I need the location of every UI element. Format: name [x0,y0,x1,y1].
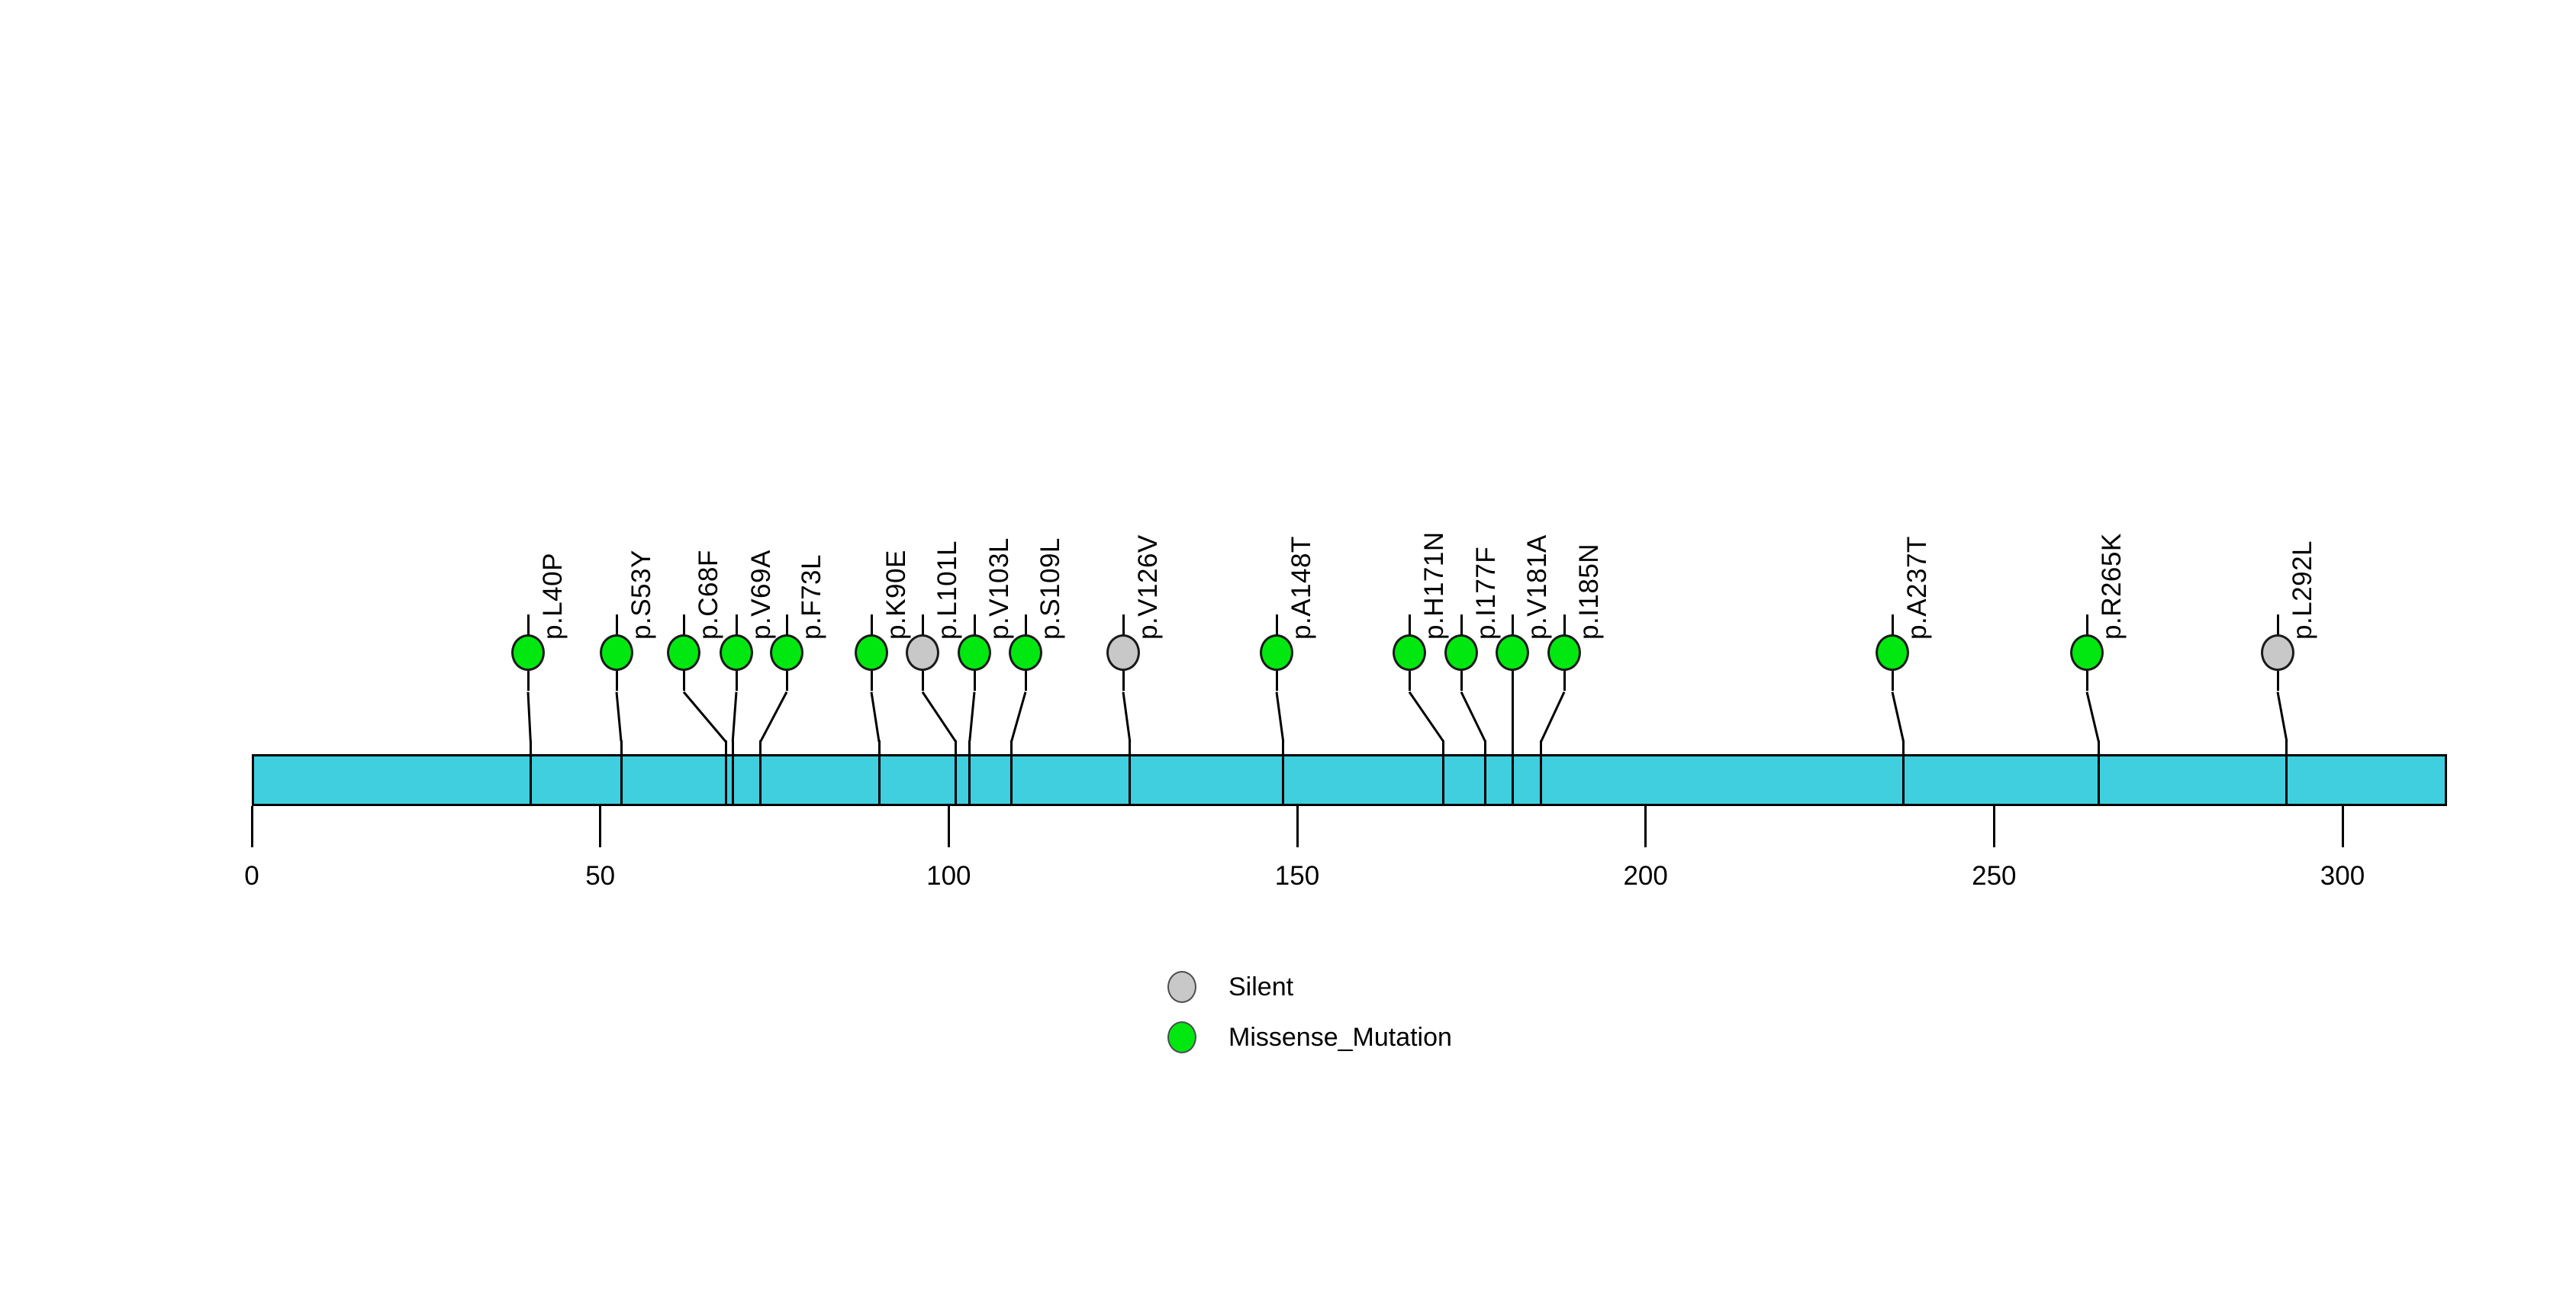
mutation-label: p.L292L [2288,540,2317,640]
lollipop-stem-foot [620,740,623,806]
lollipop-stem-connector [1010,692,1027,742]
lollipop-stem-connector [2085,692,2100,742]
axis-tick-label: 150 [1274,861,1320,891]
mutation-label: p.C68F [694,550,723,640]
legend-color-swatch [1167,971,1196,1003]
lollipop-stem-connector [1460,691,1486,743]
lollipop-stem-foot [1484,740,1487,806]
lollipop-head-pi177f[interactable] [1444,634,1478,671]
axis-tick-label: 300 [2320,861,2365,891]
lollipop-stem-connector [1891,692,1905,742]
lollipop-stem-connector [870,692,881,742]
lollipop-stem-foot [529,740,532,806]
mutation-label: p.S109L [1035,537,1065,640]
lollipop-head-pv126v[interactable] [1106,634,1140,671]
lollipop-stem-foot [968,740,971,806]
axis-tick [2341,806,2344,847]
lollipop-stem-connector [968,692,976,742]
mutation-label: p.S53Y [626,550,656,640]
lollipop-stem-foot [731,740,734,806]
mutation-label: p.I177F [1471,546,1501,640]
axis-tick [1644,806,1647,847]
lollipop-head-pv69a[interactable] [720,634,753,671]
axis-tick [947,806,950,847]
axis-tick [599,806,602,847]
lollipop-head-pl101l[interactable] [906,634,939,671]
axis-tick [1992,806,1995,847]
lollipop-head-pk90e[interactable] [855,634,888,671]
mutation-label: p.L101L [932,540,962,640]
axis-tick [250,806,253,847]
lollipop-stem-connector [615,692,623,742]
lollipop-stem [1511,614,1514,806]
lollipop-stem-foot [724,740,727,806]
mutation-label: p.V181A [1522,534,1552,640]
lollipop-stem-foot [1010,740,1013,806]
axis-tick-label: 50 [585,861,616,891]
lollipop-head-pa237t[interactable] [1876,634,1909,671]
protein-backbone-bar [252,754,2447,806]
lollipop-stem-connector [526,692,532,742]
mutation-label: p.L40P [538,553,568,640]
lollipop-head-pc68f[interactable] [667,634,700,671]
axis-tick [1296,806,1299,847]
lollipop-head-ph171n[interactable] [1393,634,1426,671]
axis-tick-label: 200 [1623,861,1668,891]
lollipop-stem-connector [2276,692,2288,742]
lollipop-stem-foot [877,740,881,806]
lollipop-stem-foot [1282,740,1285,806]
lollipop-head-pi185n[interactable] [1547,634,1581,671]
lollipop-stem-foot [2285,740,2288,806]
mutation-label: p.V126V [1133,534,1163,640]
lollipop-stem-foot [954,740,957,806]
lollipop-stem-foot [1902,740,1905,806]
lollipop-stem-connector [731,692,738,742]
lollipop-stem-connector [682,691,727,743]
lollipop-head-ps53y[interactable] [600,634,633,671]
lollipop-head-pl40p[interactable] [511,634,545,671]
lollipop-stem-foot [1540,740,1543,806]
mutation-label: p.K90E [881,550,911,640]
legend-item-silent[interactable]: Silent [1167,971,1293,1003]
mutation-label: p.H171N [1419,531,1449,640]
lollipop-stem-foot [1442,740,1445,806]
mutation-label: p.A237T [1902,536,1932,640]
mutation-label: p.I185N [1574,543,1604,640]
mutation-label: p.V103L [984,537,1014,640]
lollipop-stem-connector [1540,691,1566,743]
mutation-label: p.V69A [746,550,776,640]
lollipop-stem-foot [1129,740,1132,806]
mutation-label: p.R265K [2097,533,2127,640]
lollipop-head-pf73l[interactable] [770,634,803,671]
axis-tick-label: 0 [244,861,259,891]
lollipop-stem-foot [759,740,762,806]
lollipop-stem-foot [2097,740,2100,806]
mutation-label: p.A148T [1286,536,1316,640]
lollipop-stem-connector [759,691,788,743]
legend-label: Missense_Mutation [1228,1022,1452,1052]
lollipop-stem-connector [1408,691,1445,743]
axis-tick-label: 250 [1972,861,2017,891]
lollipop-stem-connector [1122,692,1132,742]
lollipop-head-ps109l[interactable] [1009,634,1042,671]
lollipop-head-pa148t[interactable] [1260,634,1293,671]
mutation-label: p.F73L [797,554,826,640]
lollipop-stem-connector [1275,692,1285,742]
lollipop-head-pl292l[interactable] [2261,634,2294,671]
lollipop-head-pv103l[interactable] [958,634,991,671]
lollipop-head-pr265k[interactable] [2070,634,2104,671]
axis-tick-label: 100 [926,861,971,891]
legend-item-missense_mutation[interactable]: Missense_Mutation [1167,1021,1452,1053]
lollipop-head-pv181a[interactable] [1496,634,1529,671]
lollipop-stem-connector [921,691,957,743]
legend-label: Silent [1228,972,1294,1001]
legend-color-swatch [1167,1021,1196,1053]
